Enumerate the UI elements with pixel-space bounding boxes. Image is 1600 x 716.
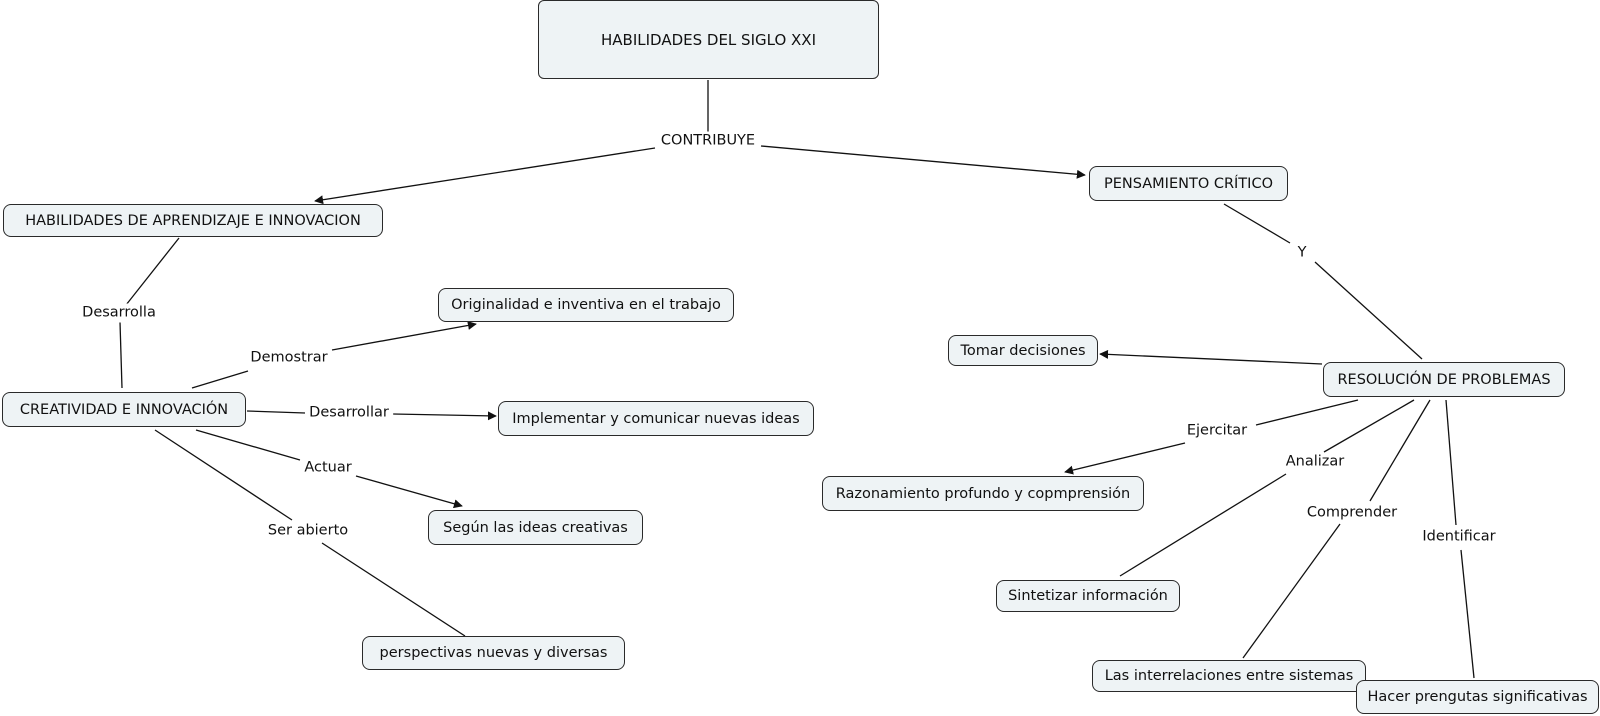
connector-resolucion-tomar <box>1099 349 1323 365</box>
node-creatividad[interactable]: CREATIVIDAD E INNOVACIÓN <box>2 392 246 427</box>
connector-demostrar-originalidad <box>331 321 477 351</box>
connector-ejercitar-razonamiento <box>1064 442 1186 475</box>
link-label-y: Y <box>1293 243 1311 263</box>
connector-creatividad-demostrar <box>191 370 249 389</box>
connector-desarrollar-implementar <box>392 411 497 421</box>
node-resolucion[interactable]: RESOLUCIÓN DE PROBLEMAS <box>1323 362 1565 397</box>
node-habilidades-aprendizaje[interactable]: HABILIDADES DE APRENDIZAJE E INNOVACION <box>3 204 383 237</box>
node-razonamiento[interactable]: Razonamiento profundo y copmprensión <box>822 476 1144 511</box>
connector-identificar-preguntas <box>1460 549 1475 679</box>
connector-resolucion-comprender <box>1369 399 1431 502</box>
link-label-ejercitar: Ejercitar <box>1182 421 1252 441</box>
link-label-desarrolla: Desarrolla <box>78 303 160 323</box>
node-interrelaciones[interactable]: Las interrelaciones entre sistemas <box>1092 660 1366 692</box>
link-label-identificar: Identificar <box>1418 527 1500 547</box>
connector-creatividad-serabierto <box>154 429 293 521</box>
connector-resolucion-analizar <box>1323 399 1415 453</box>
node-implementar[interactable]: Implementar y comunicar nuevas ideas <box>498 401 814 436</box>
connector-analizar-sintetizar <box>1119 473 1287 577</box>
node-preguntas[interactable]: Hacer prengutas significativas <box>1356 680 1599 714</box>
link-label-desarrollar: Desarrollar <box>305 403 393 423</box>
link-label-analizar: Analizar <box>1281 452 1349 472</box>
node-tomar-decisiones[interactable]: Tomar decisiones <box>948 335 1098 366</box>
connector-comprender-interrelaciones <box>1242 523 1341 659</box>
node-perspectivas[interactable]: perspectivas nuevas y diversas <box>362 636 625 670</box>
connector-creatividad-desarrollar <box>246 410 306 414</box>
connector-y-resolucion <box>1314 261 1423 360</box>
link-label-actuar: Actuar <box>300 458 356 478</box>
link-label-demostrar: Demostrar <box>246 348 332 368</box>
link-label-contribuye: CONTRIBUYE <box>656 131 760 151</box>
node-pensamiento-critico[interactable]: PENSAMIENTO CRÍTICO <box>1089 166 1288 201</box>
connector-contribuye-habilidades <box>314 147 656 205</box>
connector-pensamiento-y <box>1223 203 1291 244</box>
connector-resolucion-identificar <box>1445 399 1457 526</box>
node-originalidad[interactable]: Originalidad e inventiva en el trabajo <box>438 288 734 322</box>
connector-actuar-segun <box>355 475 463 509</box>
link-label-comprender: Comprender <box>1302 503 1402 523</box>
connector-desarrolla-creatividad <box>119 321 123 389</box>
connector-serabierto-perspectivas <box>321 542 466 637</box>
connector-resolucion-ejercitar <box>1255 399 1359 426</box>
node-segun-ideas[interactable]: Según las ideas creativas <box>428 510 643 545</box>
link-label-ser-abierto: Ser abierto <box>263 521 353 541</box>
connector-creatividad-actuar <box>195 429 301 461</box>
connector-contribuye-pensamiento <box>760 145 1086 179</box>
root-node[interactable]: HABILIDADES DEL SIGLO XXI <box>538 0 879 79</box>
node-sintetizar[interactable]: Sintetizar información <box>996 580 1180 612</box>
connector-habilidades-desarrolla <box>125 237 180 306</box>
